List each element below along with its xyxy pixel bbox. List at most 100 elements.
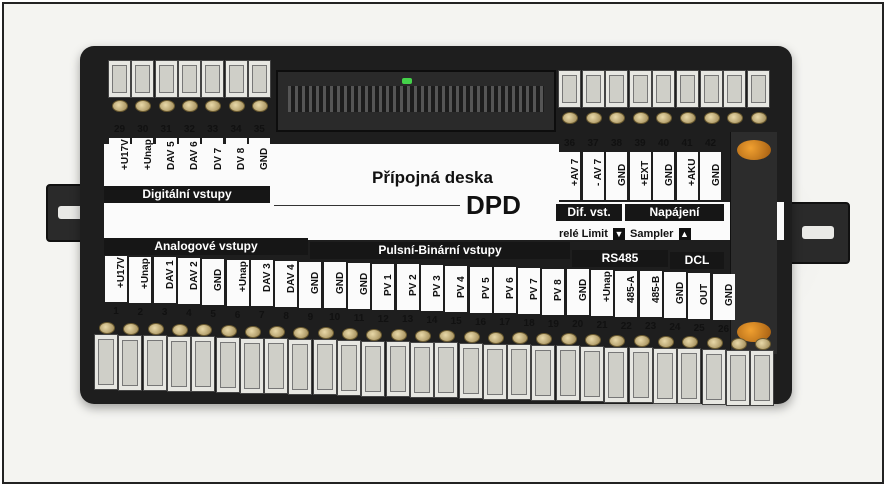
terminal-socket [727, 75, 743, 103]
terminal-label: GND [616, 163, 628, 186]
section-pulse-binary-inputs: Pulsní-Binární vstupy [310, 242, 570, 259]
section-analog-inputs: Analogové vstupy [104, 238, 308, 255]
terminal-label: +Unap [602, 271, 613, 302]
terminal-label-cell: GND [348, 263, 370, 309]
terminal [750, 350, 775, 406]
terminal [288, 339, 313, 395]
terminal [581, 70, 605, 108]
terminal-screw [512, 332, 529, 344]
terminal-label-cell: DV 7 [202, 138, 224, 184]
terminal-number: 18 [523, 318, 535, 329]
terminal-label-cell: DAV 3 [250, 260, 273, 306]
terminal-label-cell: GND [653, 152, 675, 200]
terminal [558, 70, 581, 108]
terminal-socket [511, 349, 528, 395]
section-power: Napájení [625, 204, 724, 221]
terminal [108, 60, 131, 98]
terminal [224, 60, 248, 98]
terminal [239, 338, 264, 394]
terminal-label: DAV 3 [261, 263, 273, 292]
terminal-label-cell: PV 2 [396, 264, 419, 310]
terminal-socket [228, 65, 244, 93]
terminal-screw [196, 324, 213, 336]
relay-line: relé Limit ▼ Sampler ▲ [559, 228, 693, 241]
terminal-label-cell: DAV 4 [275, 261, 298, 307]
terminal-screw [205, 100, 222, 112]
terminal-label: PV 6 [504, 277, 516, 299]
relay-indicator [737, 140, 771, 160]
terminal-label: DV 8 [236, 147, 247, 170]
terminal-screw [244, 326, 261, 338]
terminal-number: 23 [645, 321, 657, 332]
terminal-socket [585, 75, 601, 103]
terminal [507, 344, 532, 400]
terminal [746, 70, 770, 108]
terminal-label-cell: +Unap [591, 270, 613, 316]
terminal-label: DAV 5 [166, 141, 178, 170]
terminal-socket [413, 347, 430, 393]
section-dif-inputs: Dif. vst. [556, 204, 622, 221]
terminal-screw [536, 333, 553, 345]
terminal [701, 349, 726, 405]
terminal-socket [681, 353, 698, 399]
terminal [215, 337, 240, 393]
terminal-label-cell: +U17V [109, 138, 131, 184]
terminal-label: DAV 6 [189, 141, 201, 170]
terminal-socket [729, 355, 746, 401]
terminal-number: 1 [113, 306, 119, 317]
terminal-label-cell: GND [606, 152, 628, 200]
terminal-label: GND [710, 163, 722, 186]
terminal-label: DAV 2 [188, 261, 200, 290]
terminal-label-cell: PV 1 [372, 264, 395, 310]
terminal-label: PV 5 [480, 277, 492, 299]
relay-indicator [737, 322, 771, 342]
terminal-screw [680, 112, 696, 124]
terminal-screw [682, 336, 699, 348]
terminal-number: 41 [681, 138, 693, 149]
terminal-number: 21 [596, 320, 608, 331]
terminal-label-cell: +Unap [129, 257, 152, 303]
terminal-label: GND [577, 278, 589, 301]
mounting-slot [802, 226, 834, 239]
terminal [94, 334, 118, 390]
terminal-socket [251, 65, 267, 93]
terminal [652, 348, 677, 404]
terminal-screw [632, 112, 649, 124]
terminal-number: 13 [402, 314, 414, 325]
terminal-label-cell: - AV 7 [582, 152, 604, 200]
terminal [337, 340, 361, 396]
terminal-label-cell: +Unap [132, 138, 154, 184]
terminal-number: 4 [186, 308, 192, 319]
terminal-socket [462, 348, 479, 394]
terminal-label: +AV 7 [569, 158, 581, 186]
terminal-screw [560, 333, 577, 345]
terminal-screw [112, 100, 128, 112]
terminal-label-cell: 485-B [639, 271, 662, 317]
divider-line [274, 205, 460, 206]
terminal [725, 350, 750, 406]
terminal-label: +EXT [640, 160, 651, 186]
section-dcl: DCL [670, 252, 724, 269]
terminal-socket [608, 352, 625, 398]
terminal-socket [705, 354, 722, 400]
terminal-socket [703, 75, 719, 103]
terminal-label-cell: DAV 6 [178, 138, 201, 184]
sampler-label: Sampler [630, 228, 674, 240]
terminal-label-cell: DAV 1 [153, 257, 176, 303]
terminal-number: 33 [207, 124, 219, 135]
terminal-label: GND [663, 163, 675, 186]
terminal-socket [316, 344, 333, 390]
terminal-label-cell: PV 7 [518, 268, 541, 314]
terminal-number: 26 [717, 324, 730, 335]
terminal-screw [730, 338, 747, 350]
terminal-socket [584, 351, 600, 397]
terminal-label-cell: PV 3 [420, 265, 443, 311]
terminal [131, 60, 155, 98]
terminal-screw [99, 322, 115, 334]
terminal-label: DAV 1 [164, 260, 176, 289]
terminal-screw [657, 336, 674, 348]
terminal [118, 335, 143, 391]
ribbon-connector [276, 70, 556, 132]
terminal-number: 25 [693, 323, 705, 334]
terminal-socket [562, 75, 577, 103]
